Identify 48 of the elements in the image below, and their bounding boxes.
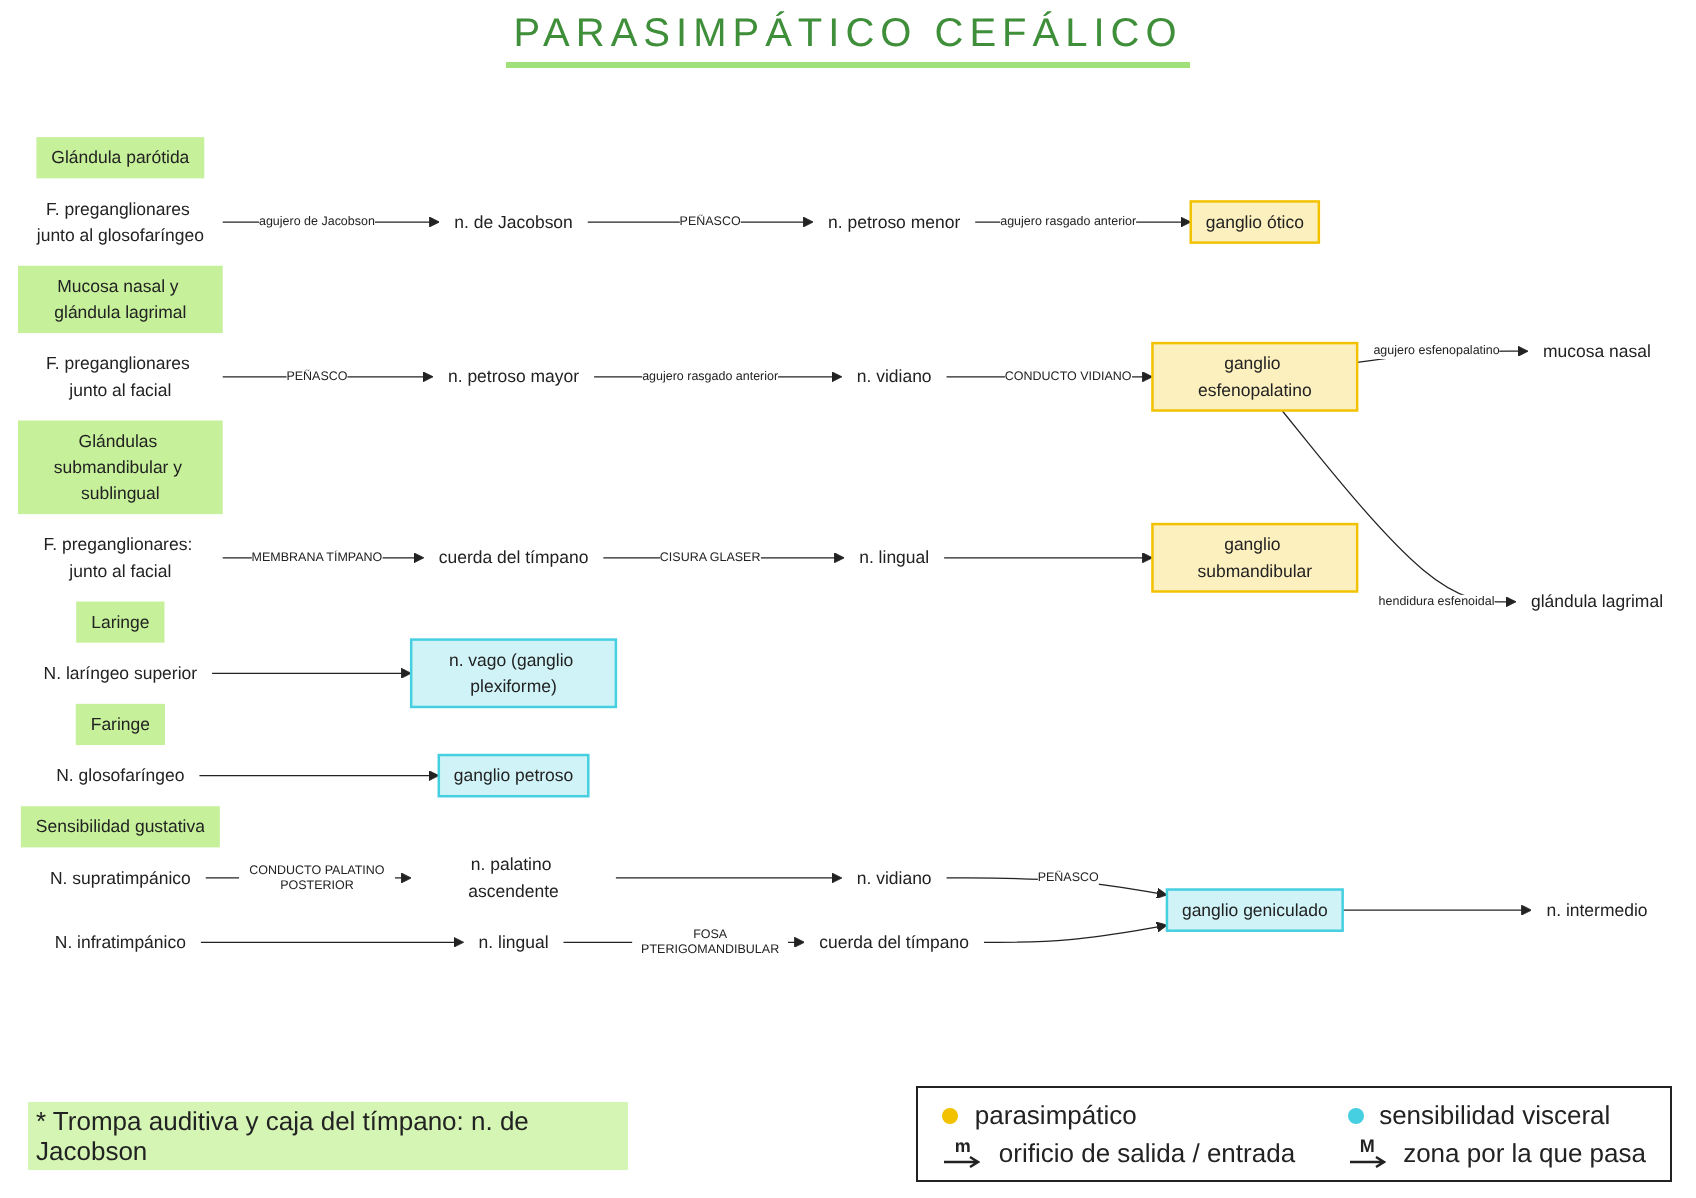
node-text: n. petroso mayor	[447, 366, 580, 387]
node-text: mucosa nasal	[1543, 340, 1651, 361]
node-box: Mucosa nasal y glándula lagrimal	[18, 265, 223, 334]
legend-text: parasimpático	[974, 1100, 1137, 1130]
arrow-symbol: m	[954, 1138, 971, 1156]
node-text: n. petroso menor	[828, 211, 961, 232]
arrow	[198, 770, 440, 782]
arrow	[943, 552, 1153, 564]
node-text: cuerda del tímpano	[438, 547, 589, 568]
node-box: ganglio esfenopalatino	[1151, 341, 1359, 412]
legend-text: sensibilidad visceral	[1379, 1100, 1611, 1130]
node-text: glándula lagrimal	[1530, 591, 1664, 612]
node-text: N. laríngeo superior	[43, 662, 198, 683]
note-text: * Trompa auditiva y caja del tímpano: n. de Jacobson	[28, 1102, 628, 1170]
node-box: ganglio submandibular	[1151, 522, 1359, 593]
node-text: n. vidiano	[856, 867, 932, 888]
arrow	[1281, 409, 1517, 608]
node-box: ganglio ótico	[1189, 200, 1321, 244]
node-text: n. palatino ascendente	[468, 854, 559, 901]
node-text: F. preganglionares junto al glosofaríngeo	[36, 198, 204, 245]
node-box: Sensibilidad gustativa	[20, 806, 220, 848]
node-text: n. lingual	[859, 547, 930, 568]
node-box: Glándulas submandibular y sublingual	[18, 420, 223, 515]
arrow	[983, 921, 1168, 943]
arrow	[200, 936, 465, 948]
legend-text: orificio de salida / entrada	[998, 1138, 1296, 1168]
node-box: Faringe	[75, 703, 165, 746]
node-text: n. de Jacobson	[454, 211, 573, 232]
node-text: n. vidiano	[856, 366, 932, 387]
node-text: n. lingual	[478, 931, 549, 952]
title: PARASIMPÁTICO CEFÁLICO	[505, 12, 1191, 68]
node-box: ganglio geniculado	[1165, 888, 1344, 932]
arrow	[211, 667, 412, 679]
legend-text: zona por la que pasa	[1403, 1138, 1646, 1168]
node-text: N. infratimpánico	[54, 931, 186, 952]
node-text: F. preganglionares junto al facial	[46, 353, 190, 400]
arrow	[615, 872, 843, 884]
node-text: n. intermedio	[1546, 899, 1648, 920]
node-box: Glándula parótida	[36, 137, 205, 179]
node-text: N. supratimpánico	[49, 867, 191, 888]
arrow-symbol: M	[1359, 1138, 1375, 1156]
node-box: n. vago (ganglio plexiforme)	[409, 638, 618, 709]
node-text: cuerda del tímpano	[819, 931, 969, 952]
node-box: Laringe	[76, 601, 165, 643]
node-box: ganglio petroso	[437, 753, 590, 798]
node-text: F. preganglionares: junto al facial	[43, 534, 193, 581]
arrow	[1342, 904, 1532, 916]
node-text: N. glosofaríngeo	[56, 765, 185, 785]
